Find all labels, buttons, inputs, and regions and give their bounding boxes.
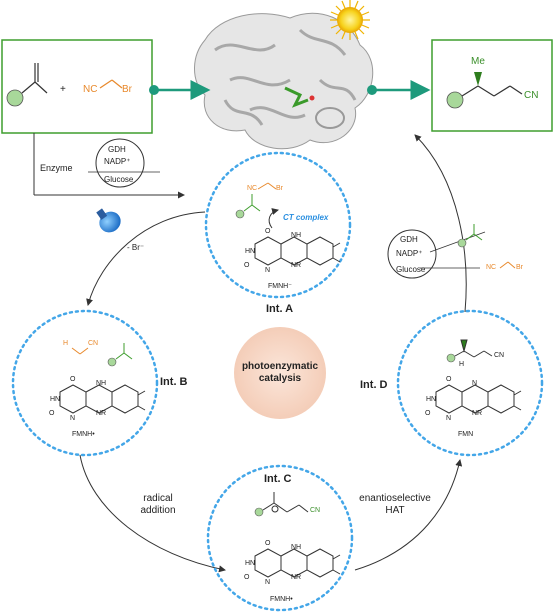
radical-line-1: radical [143,493,173,504]
int-d-o-top: O [446,376,452,383]
int-a-label: Int. A [266,303,294,315]
int-b-nh: NH [96,380,107,387]
hat-line-1: enantioselective [359,493,431,504]
int-c-o-bottom: O [244,574,250,581]
right-gdh: GDH [400,235,418,244]
int-b-structure [59,343,146,414]
int-c-o-top: O [265,540,271,547]
int-a-o-top: O [265,228,271,235]
hat-line-2: HAT [385,505,405,516]
int-c-structure [254,492,341,578]
int-d-structure [435,339,522,414]
center-label: photoenzymatic catalysis [234,362,326,384]
reagent-br: Br [122,84,132,95]
product-box [431,39,553,132]
br-minus: - Br⁻ [127,243,145,252]
reagent-nc: NC [83,84,98,95]
int-b-o-bottom: O [49,410,55,417]
sun-icon [330,0,370,40]
int-a-nh: NH [291,232,302,239]
center-circle [234,327,326,419]
int-a-structure [235,182,341,266]
int-b-cofactor: FMNH• [72,431,95,438]
teal-arrows [149,80,431,100]
hat-label: enantioselective HAT [350,494,440,516]
center-line-1: photoenzymatic [241,361,319,372]
int-a-nr: NR [291,262,302,269]
int-b-o-top: O [70,376,76,383]
int-c-nr: NR [291,574,302,581]
int-d-o-bottom: O [425,410,431,417]
int-a-nc: NC [247,185,258,192]
int-c-cn: CN [310,507,321,514]
int-d-nr: NR [472,410,483,417]
left-nadp: NADP⁺ [104,157,131,166]
right-cofactor-loop [387,224,516,279]
left-gdh: GDH [108,145,126,154]
enzyme-arrow [33,133,185,199]
intermediate-circles [11,151,544,612]
int-d-hn: HN [426,396,437,403]
int-c-hn: HN [245,560,256,567]
center-line-2: catalysis [258,373,302,384]
cycle-arrows [79,134,467,573]
product-me: Me [471,56,485,67]
int-b-cn: CN [88,340,99,347]
int-c-cofactor: FMNH• [270,596,293,603]
light-bulb-icon [96,208,121,233]
int-b-hn: HN [50,396,61,403]
int-a-cofactor: FMNH⁻ [268,283,292,290]
int-a-n: N [265,267,271,274]
int-d-n: N [446,415,452,422]
ct-complex-label: CT complex [283,213,329,222]
int-d-cofactor: FMN [458,431,474,438]
int-a-o-bottom: O [244,262,250,269]
left-glucose: Glucose [104,175,134,184]
int-b-label: Int. B [160,376,188,388]
radical-line-2: addition [140,505,176,516]
int-b-h: H [63,340,69,347]
int-c-n: N [265,579,271,586]
plus-sign: + [60,84,66,95]
right-reagent-br: Br [516,264,523,271]
int-b-n: N [70,415,76,422]
radical-addition-label: radical addition [128,494,188,516]
int-a-br: Br [276,185,283,192]
int-b-nr: NR [96,410,107,417]
right-glucose: Glucose [396,265,426,274]
int-d-h: H [459,361,465,368]
int-c-label: Int. C [264,473,292,485]
right-nadp: NADP⁺ [396,249,423,258]
int-c-nh: NH [291,544,302,551]
enzyme-label: Enzyme [40,163,73,173]
protein-structure-icon [194,12,374,150]
int-d-label: Int. D [360,379,388,391]
int-d-n-top: N [472,380,478,387]
int-d-cn: CN [494,352,505,359]
product-cn: CN [524,90,539,101]
int-a-hn: HN [245,248,256,255]
right-reagent-nc: NC [486,264,497,271]
